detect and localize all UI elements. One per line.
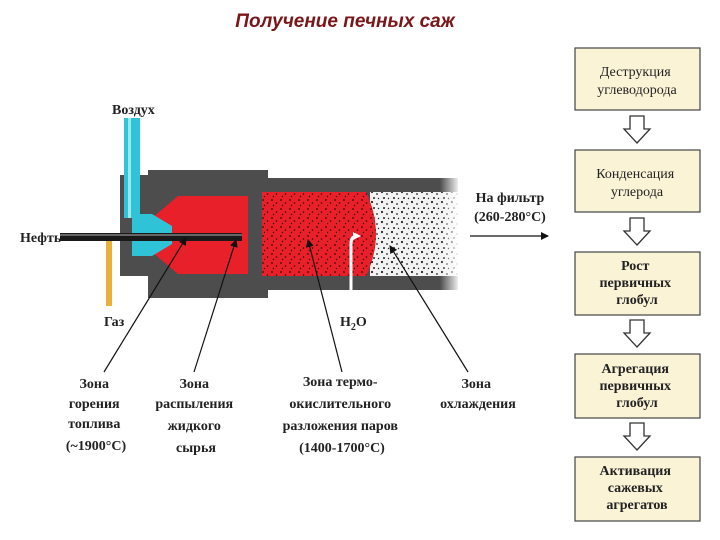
output-label-line1: На фильтр [476, 191, 545, 206]
stage-box-activation [574, 456, 701, 522]
stage-activation-label: Активация сажевых агрегатов [600, 464, 675, 513]
zone-cooling-label: Зона охлаждения [440, 377, 516, 412]
stage-condensation-label: Конденсация углерода [596, 167, 677, 200]
pointer-thermo [305, 239, 343, 373]
stage-box-growth [574, 251, 701, 316]
stage-flow: Деструкция углеводорода Конденсация угле… [574, 47, 701, 522]
furnace [60, 118, 460, 306]
gas-label: Газ [104, 315, 125, 330]
thermo-zone [262, 192, 376, 276]
stage-aggregation-label: Агрегация первичных глобул [599, 362, 674, 411]
stage-arrow-3 [622, 319, 652, 348]
pointer-cooling [389, 245, 469, 373]
pointer-spray [193, 239, 238, 373]
oil-label: Нефть [20, 231, 62, 246]
oil-pipe [60, 233, 242, 241]
air-label: Воздух [112, 103, 155, 118]
zone-thermo-label: Зона термо- окислительного разложения па… [283, 375, 402, 456]
stage-growth-label: Рост первичных глобул [599, 259, 674, 308]
output-label-line2: (260-280°C) [474, 210, 546, 225]
stage-box-condensation [574, 149, 701, 213]
stage-arrow-2 [622, 217, 652, 246]
pointer-combustion [103, 237, 187, 373]
water-label: H2O [340, 315, 367, 333]
zone-labels: Зона горения топлива (~1900°C) Зона расп… [66, 375, 516, 456]
stage-arrow-1 [622, 115, 652, 144]
zone-spray-label: Зона распыления жидкого сырья [155, 377, 236, 456]
stage-arrow-4 [622, 422, 652, 451]
stage-destruction-label: Деструкция углеводорода [597, 65, 677, 98]
stage-box-destruction [574, 47, 701, 111]
zone-combustion-label: Зона горения топлива (~1900°C) [66, 377, 127, 454]
page-title: Получение печных саж [235, 11, 455, 32]
stage-box-aggregation [574, 353, 701, 419]
air-pipe [124, 118, 140, 218]
